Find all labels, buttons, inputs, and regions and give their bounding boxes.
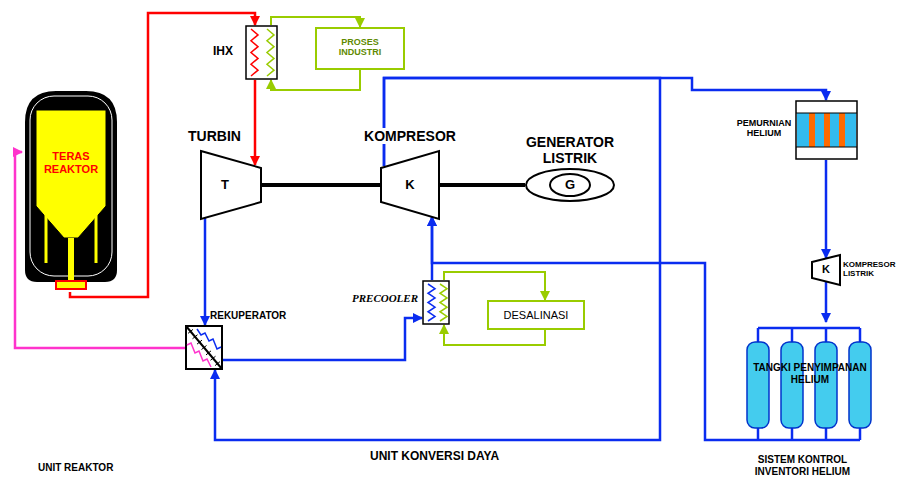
flow-pipe	[215, 78, 660, 440]
node-label: PROSES INDUSTRI	[321, 37, 399, 58]
turbine-outline	[200, 150, 262, 220]
node-label: KOMPRESOR	[362, 128, 458, 144]
node-label: GENERATOR LISTRIK	[520, 134, 620, 166]
compressor: KOMPRESORK	[360, 128, 442, 222]
heat-exchanger-symbol	[245, 25, 278, 80]
node-label: PRECOOLER	[338, 292, 418, 305]
node-label: TERAS REAKTOR	[36, 150, 106, 175]
node-label: PEMURNIAN HELIUM	[735, 118, 793, 139]
flow-pipe	[432, 217, 740, 440]
reactor-vessel: TERAS REAKTOR	[22, 88, 120, 292]
turbine: TURBIN T	[188, 128, 264, 222]
section-label: UNIT REAKTOR	[38, 462, 158, 474]
flow-pipe	[254, 80, 257, 165]
node-sublabel: KOMPRESOR LISTRIK	[843, 260, 895, 278]
node-label: DESALINASI	[489, 309, 583, 322]
shaft-line	[262, 183, 380, 187]
node-sublabel: G	[555, 178, 585, 193]
precooler-outline	[422, 280, 450, 325]
section-label: SISTEM KONTROL INVENTORI HELIUM	[745, 454, 860, 477]
node-label: REKUPERATOR	[210, 310, 310, 322]
reactor-vessel-outline	[22, 88, 120, 292]
precooler: PRECOOLER	[338, 280, 452, 327]
recuperator-outline	[185, 325, 223, 370]
heat-exchanger: IHX	[213, 25, 280, 82]
heat-exchanger-outline	[245, 25, 278, 80]
flow-pipe	[271, 17, 360, 27]
flow-pipe	[444, 272, 545, 300]
purifier-unit: PEMURNIAN HELIUM	[735, 98, 860, 162]
flow-pipe	[825, 282, 828, 322]
section-label: UNIT KONVERSI DAYA	[370, 450, 540, 464]
flow-pipe	[223, 318, 422, 360]
desalination-box: DESALINASI	[487, 300, 585, 330]
reactor-vessel-symbol	[22, 88, 120, 292]
turbine-symbol	[200, 150, 262, 220]
generator: GENERATOR LISTRIK G	[520, 134, 620, 206]
precooler-symbol	[422, 280, 450, 325]
purifier-unit-outline	[795, 100, 858, 160]
helium-storage-tanks: TANGKI PENYIMPANAN HELIUM	[740, 322, 880, 446]
node-sublabel: K	[395, 178, 425, 193]
purifier-unit-symbol	[795, 100, 858, 160]
node-label: K	[816, 263, 836, 276]
node-sublabel: T	[210, 178, 240, 193]
node-label: TURBIN	[188, 128, 252, 144]
flow-pipe	[204, 218, 207, 325]
shaft-line	[440, 183, 525, 187]
flow-pipe	[384, 78, 826, 166]
flow-pipe	[271, 70, 360, 90]
process-box: PROSES INDUSTRI	[315, 27, 405, 70]
node-label: TANGKI PENYIMPANAN HELIUM	[742, 362, 878, 385]
recuperator-symbol	[185, 325, 223, 370]
recuperator: REKUPERATOR	[183, 310, 313, 372]
flow-pipe	[825, 160, 828, 258]
node-label: IHX	[213, 45, 243, 59]
electric-compressor: K KOMPRESOR LISTRIK	[807, 250, 895, 290]
